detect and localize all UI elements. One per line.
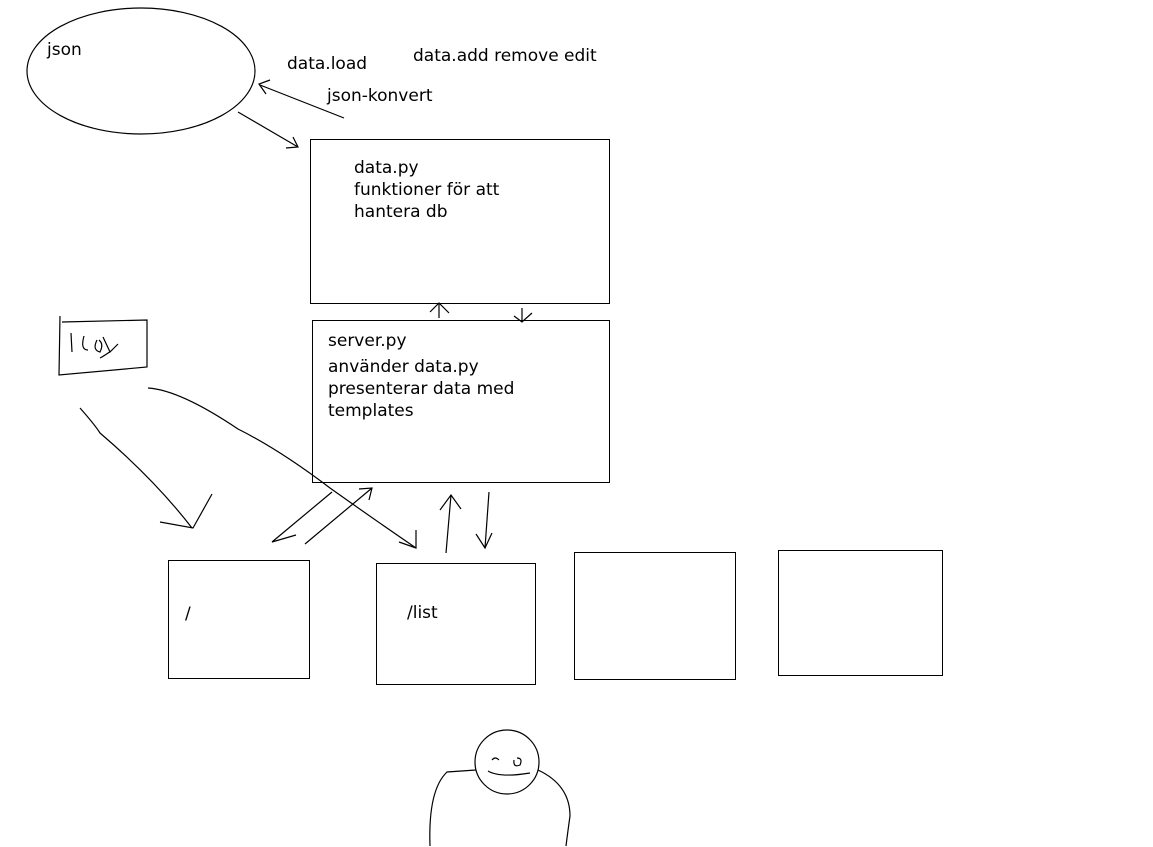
arrow-server-to-list [475,491,493,550]
user-stick-figure [429,729,571,847]
arrow-list-to-server [439,493,462,554]
empty-page-box-2 [778,550,943,676]
route-list-box: /list [376,563,536,685]
route-root-box: / [168,560,310,679]
data-py-box: data.py funktioner för att hantera db [310,139,610,304]
server-py-line-3: templates [328,401,414,421]
data-py-title: data.py [354,158,419,178]
data-py-line-1: funktioner för att [354,180,500,200]
arrow-root-to-server [271,491,333,543]
data-load-label: data.load [287,54,368,74]
arrow-root-to-server-2 [304,487,373,545]
arrow-data-load [258,79,345,119]
server-py-box: server.py använder data.py presenterar d… [312,320,610,483]
server-py-title: server.py [328,331,407,351]
route-list-label: /list [407,603,438,623]
arrow-datapy-to-server [513,308,533,323]
empty-page-box-1 [574,552,736,680]
arrow-server-to-datapy [429,302,450,318]
arrow-json-to-datapy [237,111,299,149]
data-ops-label: data.add remove edit [413,46,597,66]
arrow-browser-to-list [147,387,417,549]
data-py-line-2: hantera db [354,202,448,222]
json-label: json [47,40,82,60]
server-py-line-2: presenterar data med [328,379,515,399]
arrow-browser-to-root [79,407,213,529]
json-konvert-label: json-konvert [327,86,433,106]
server-py-line-1: använder data.py [328,357,479,377]
json-ellipse [26,7,256,135]
browser-window-sketch [58,315,148,376]
route-root-label: / [185,604,191,624]
